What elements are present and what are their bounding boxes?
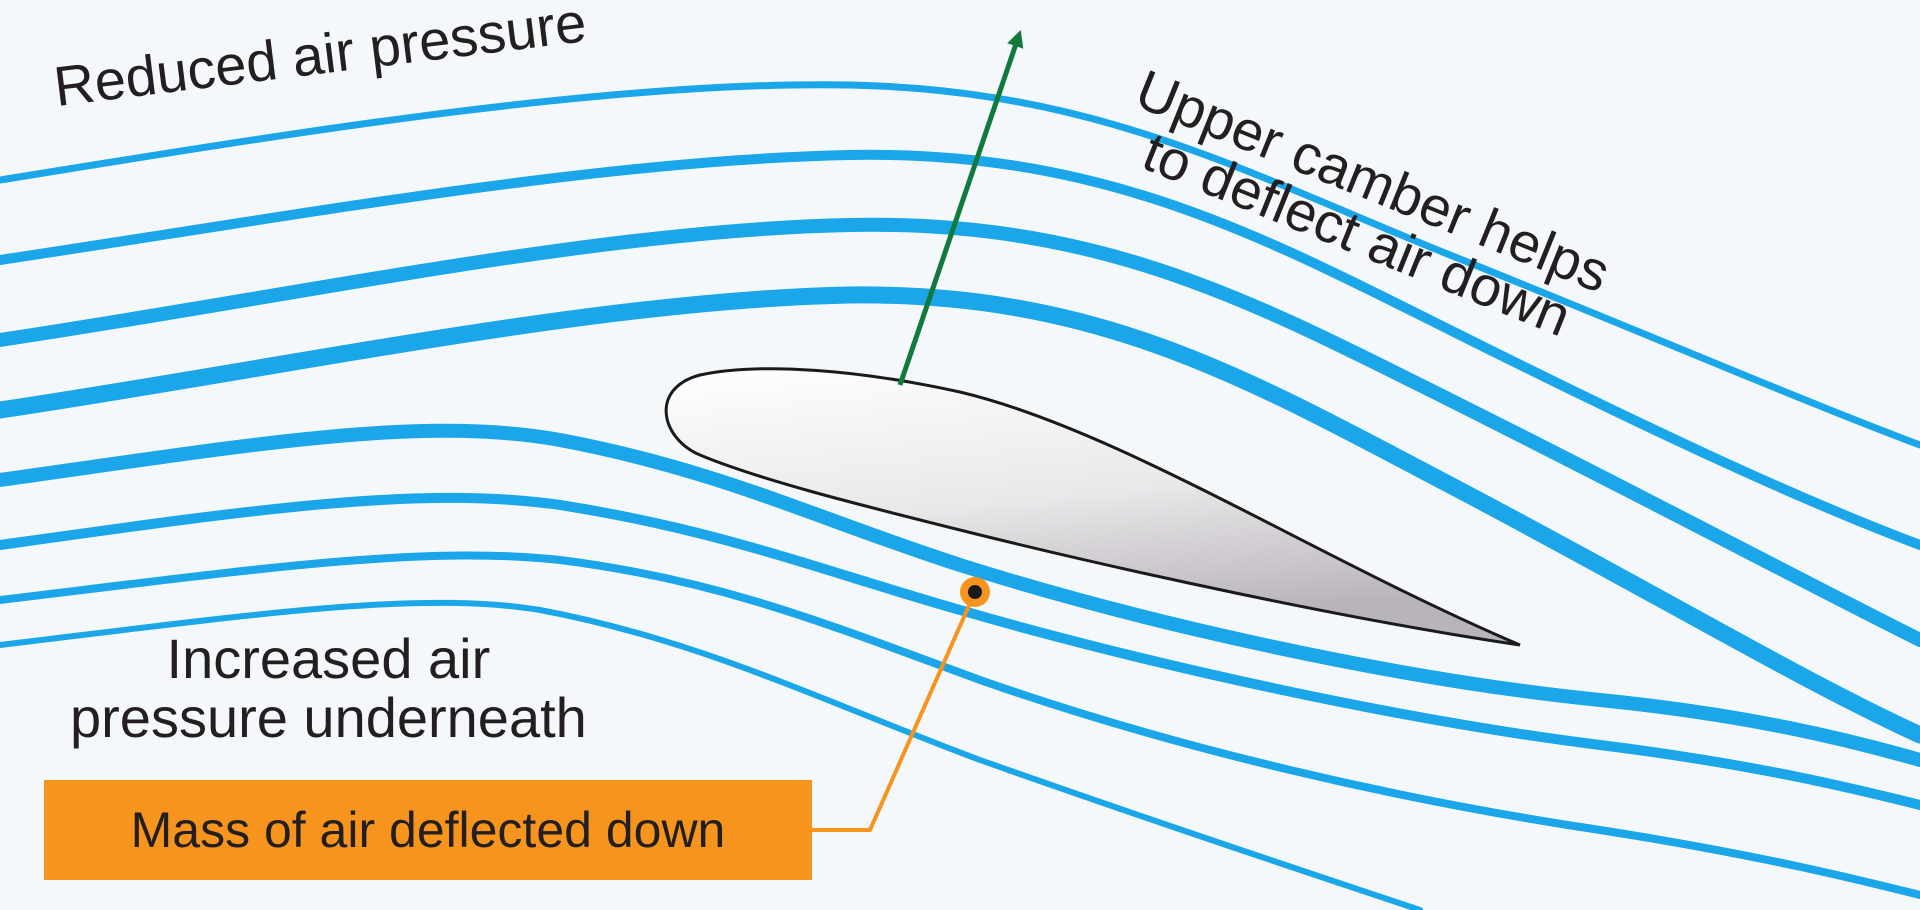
streamlines-upper — [0, 81, 1920, 744]
increased-air-pressure-label: Increased air pressure underneath — [70, 627, 587, 749]
callout-text: Mass of air deflected down — [130, 802, 726, 858]
streamline-4 — [0, 286, 1920, 744]
deflected-air-marker-dot — [968, 585, 982, 599]
streamline-1 — [0, 81, 1920, 449]
streamline-6 — [0, 492, 1920, 810]
streamline-7 — [0, 551, 1920, 899]
streamlines-lower — [0, 423, 1920, 910]
callout-leader-line — [812, 591, 977, 832]
airfoil — [664, 367, 1521, 647]
increased-air-pressure-label-line2: pressure underneath — [70, 685, 587, 749]
streamline-5 — [0, 423, 1920, 767]
streamline-2 — [0, 149, 1920, 550]
increased-air-pressure-label-line1: Increased air — [166, 627, 491, 690]
lift-arrow — [897, 29, 1024, 386]
streamline-3 — [0, 217, 1920, 647]
callout-box: Mass of air deflected down — [44, 780, 812, 880]
streamline-8 — [0, 599, 1423, 910]
